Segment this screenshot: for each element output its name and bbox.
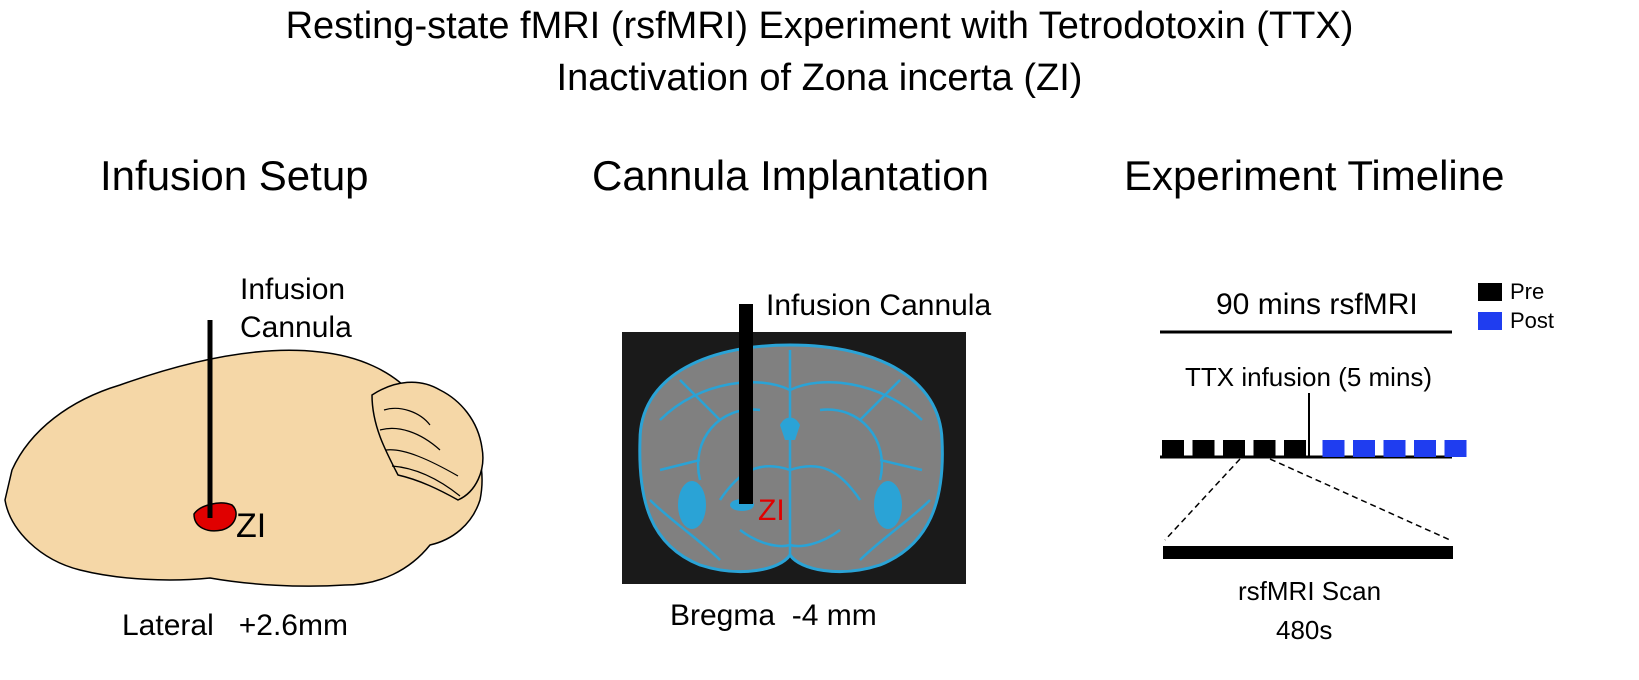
cannula-implantation-heading: Cannula Implantation — [592, 152, 989, 199]
pre-scan-block — [1162, 440, 1184, 457]
ventricle-right — [874, 481, 902, 529]
post-scan-block — [1383, 440, 1406, 457]
scan-blocks — [1162, 440, 1467, 457]
figure-title-line2: Inactivation of Zona incerta (ZI) — [556, 57, 1083, 99]
infusion-setup-heading: Infusion Setup — [100, 152, 369, 199]
legend-pre-swatch — [1478, 283, 1502, 301]
timeline-diagram — [1160, 283, 1502, 559]
pre-scan-block — [1223, 440, 1245, 457]
figure-title-line1: Resting-state fMRI (rsfMRI) Experiment w… — [285, 5, 1354, 47]
cerebellum-shape — [371, 381, 484, 501]
zi-label-sagittal: ZI — [236, 507, 267, 545]
scan-label: rsfMRI Scan — [1238, 576, 1382, 606]
implanted-cannula — [739, 304, 753, 504]
post-scan-block — [1444, 440, 1467, 457]
post-scan-block — [1414, 440, 1436, 457]
brain-cortex-shape — [4, 349, 483, 587]
cannula-label-line2: Cannula — [240, 311, 352, 344]
cannula-label-line1: Infusion — [240, 273, 346, 306]
duration-label: 90 mins rsfMRI — [1216, 288, 1418, 321]
scan-duration-label: 480s — [1276, 615, 1333, 645]
coronal-mri-slice — [622, 304, 966, 584]
post-scan-block — [1353, 440, 1375, 457]
infusion-cannula-label: Infusion Cannula — [766, 289, 992, 322]
zoom-line-left — [1164, 458, 1241, 541]
pre-scan-block — [1284, 440, 1306, 457]
sagittal-brain-illustration — [4, 320, 484, 587]
scan-expanded-bar — [1163, 546, 1453, 559]
infusion-label: TTX infusion (5 mins) — [1185, 362, 1433, 392]
legend-pre-label: Pre — [1510, 279, 1545, 304]
experiment-timeline-heading: Experiment Timeline — [1124, 152, 1505, 199]
pre-scan-block — [1253, 440, 1276, 457]
lateral-caption: Lateral +2.6mm — [122, 609, 348, 642]
zi-label-coronal: ZI — [758, 494, 785, 527]
zoom-line-right — [1269, 458, 1451, 541]
pre-scan-block — [1192, 440, 1215, 457]
legend-post-swatch — [1478, 312, 1502, 330]
post-scan-block — [1322, 440, 1345, 457]
bregma-caption: Bregma -4 mm — [670, 599, 877, 632]
ventricle-left — [678, 481, 706, 529]
legend-post-label: Post — [1510, 308, 1555, 333]
